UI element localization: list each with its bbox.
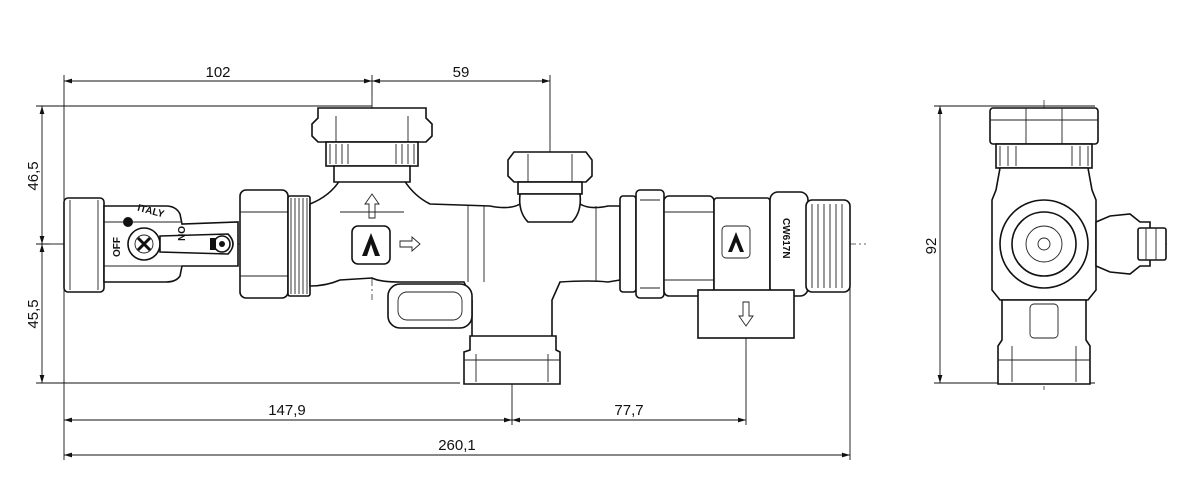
- flow-arrow-icon: [399, 236, 421, 252]
- dim-left-lower: 45,5: [25, 299, 42, 328]
- top-connection-right: [507, 151, 593, 223]
- flow-arrow-icon: [364, 193, 380, 219]
- top-connection-left: [311, 107, 433, 183]
- brand-logo-icon: [721, 225, 751, 259]
- dim-bottom-right: 77,7: [614, 402, 643, 419]
- connector-rings: [619, 189, 665, 299]
- flow-arrow-icon: [738, 301, 754, 327]
- union-nut: [239, 189, 311, 299]
- model-code-label: CW617N: [780, 218, 791, 259]
- dim-top-left: 102: [205, 64, 230, 81]
- ball-valve-handle-icon: [210, 235, 231, 253]
- side-view: [989, 100, 1168, 390]
- dim-bottom-left: 147,9: [268, 402, 306, 419]
- dim-side-height: 92: [923, 238, 940, 255]
- dim-left-upper: 46,5: [25, 161, 42, 190]
- ball-valve: OFF ON ITALY: [63, 197, 239, 293]
- outlet-fitting: CW617N: [663, 191, 851, 339]
- valve-off-label: OFF: [112, 237, 123, 257]
- valve-on-label: ON: [175, 226, 186, 241]
- brand-logo-icon: [351, 225, 391, 265]
- dim-overall-length: 260,1: [438, 437, 476, 454]
- dim-top-right: 59: [453, 64, 470, 81]
- front-view: OFF ON ITALY: [50, 96, 866, 392]
